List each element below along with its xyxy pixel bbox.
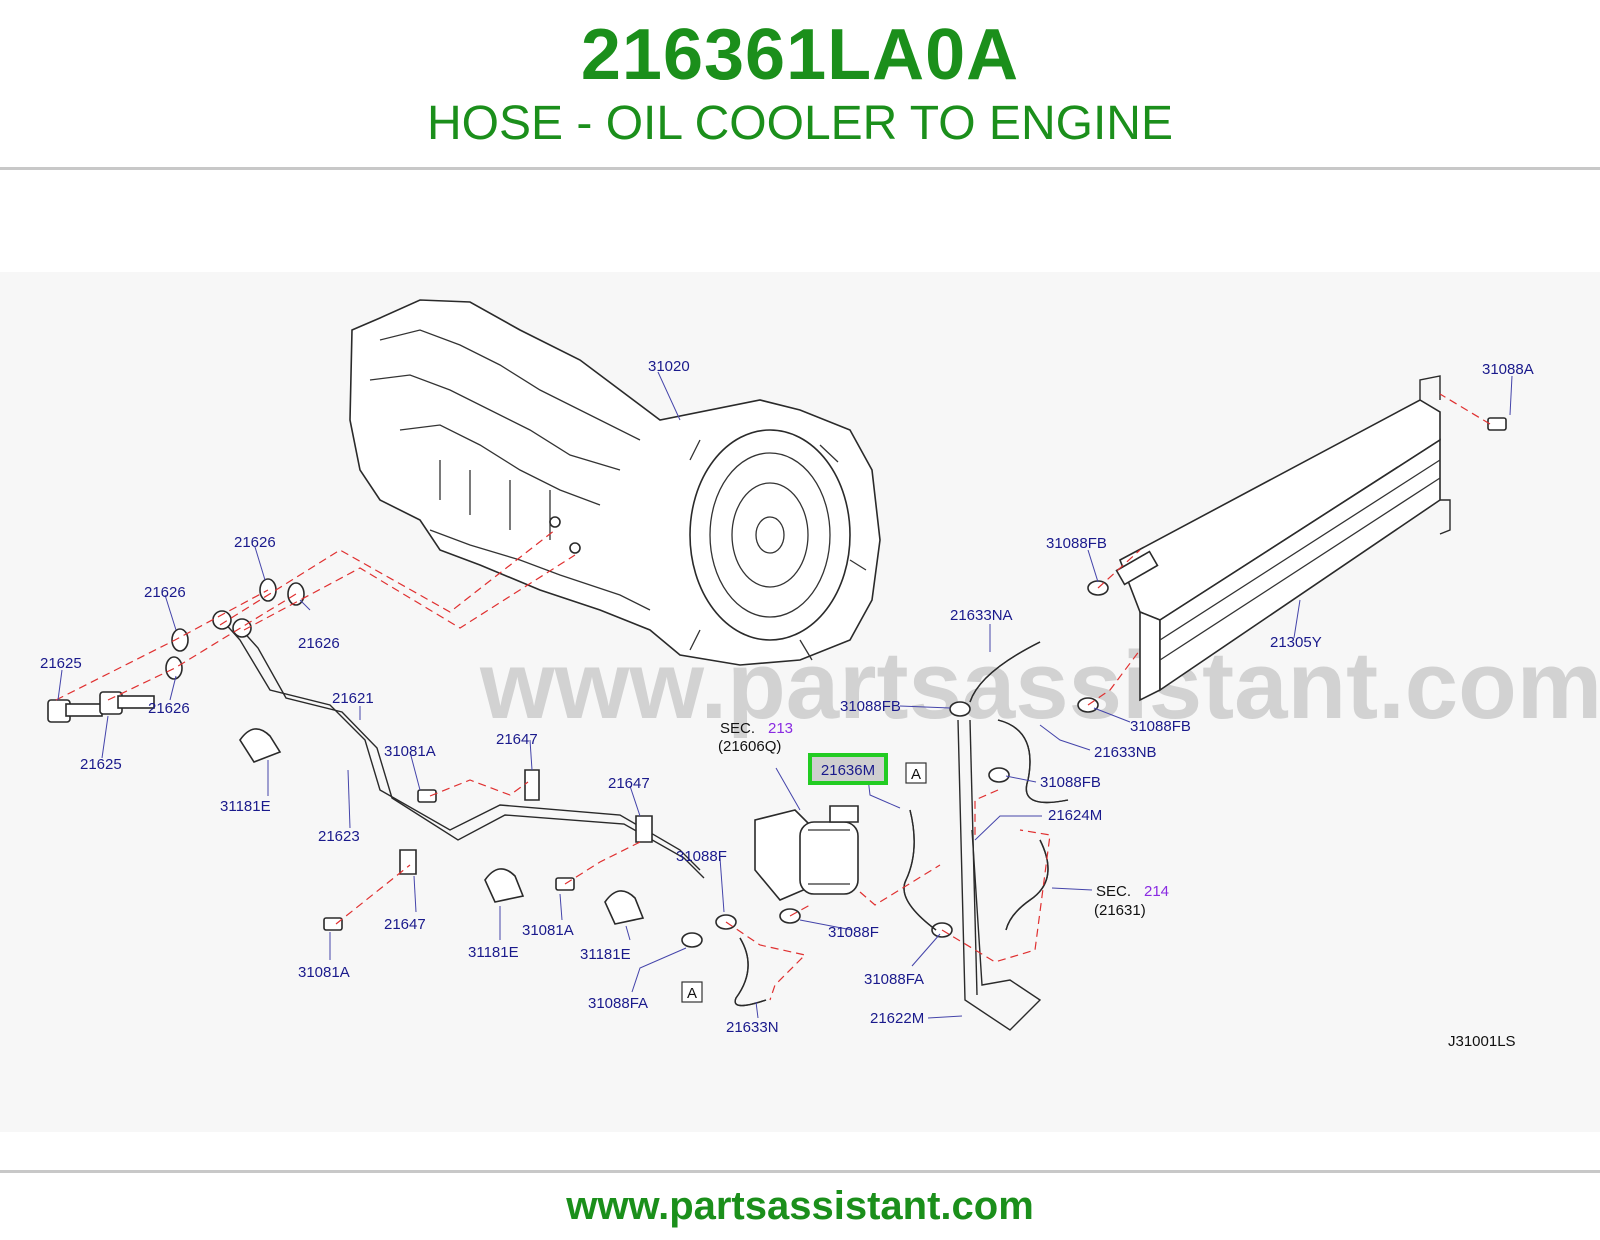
reference-marker-a: A — [911, 766, 921, 783]
part-label[interactable]: 31088FB — [1130, 718, 1191, 735]
part-label[interactable]: 31081A — [522, 922, 574, 939]
part-label[interactable]: 21623 — [318, 828, 360, 845]
reference-marker-a: A — [687, 985, 697, 1002]
reference-marker-a-box — [681, 981, 703, 1003]
part-label[interactable]: 31088A — [1482, 361, 1534, 378]
section-ref-part: (21631) — [1094, 902, 1146, 919]
part-label[interactable]: 31088FA — [588, 995, 648, 1012]
part-label[interactable]: 21626 — [234, 534, 276, 551]
part-label[interactable]: 21626 — [148, 700, 190, 717]
transmission-assembly — [349, 299, 881, 666]
part-label[interactable]: 31081A — [298, 964, 350, 981]
leader-lines — [57, 371, 1513, 1019]
part-label[interactable]: 21626 — [144, 584, 186, 601]
footer-url[interactable]: www.partsassistant.com — [566, 1184, 1034, 1228]
oil-filter-housing — [754, 805, 859, 901]
part-label[interactable]: 31088FB — [840, 698, 901, 715]
part-label[interactable]: 21647 — [608, 775, 650, 792]
part-label[interactable]: 31181E — [468, 944, 519, 961]
part-label[interactable]: 21624M — [1048, 807, 1102, 824]
section-ref-part: (21606Q) — [718, 738, 781, 755]
part-label[interactable]: 21621 — [332, 690, 374, 707]
footer-divider — [0, 1170, 1600, 1173]
part-label[interactable]: 21305Y — [1270, 634, 1322, 651]
washers-and-bolts-left — [47, 578, 305, 723]
clips-and-clamps — [239, 417, 1507, 931]
part-label[interactable]: 21633NB — [1094, 744, 1157, 761]
part-name-subtitle: HOSE - OIL COOLER TO ENGINE — [427, 97, 1173, 150]
section-ref-prefix: SEC. — [720, 720, 755, 737]
part-label[interactable]: 21625 — [80, 756, 122, 773]
part-label[interactable]: 31088FB — [1046, 535, 1107, 552]
section-ref-prefix: SEC. — [1096, 883, 1131, 900]
part-label[interactable]: 21625 — [40, 655, 82, 672]
part-label-highlighted[interactable]: 21636M — [821, 762, 875, 779]
part-label[interactable]: 31181E — [220, 798, 271, 815]
part-label[interactable]: 31088F — [676, 848, 727, 865]
part-label[interactable]: 31088FB — [1040, 774, 1101, 791]
part-label[interactable]: 21647 — [496, 731, 538, 748]
part-label[interactable]: 31181E — [580, 946, 631, 963]
part-label[interactable]: 31081A — [384, 743, 436, 760]
watermark-text: www.partsassistant.com — [479, 632, 1600, 739]
part-label[interactable]: 31088F — [828, 924, 879, 941]
section-ref-number[interactable]: 214 — [1144, 883, 1169, 900]
reference-marker-a-box — [905, 762, 927, 784]
part-label[interactable]: 21633NA — [950, 607, 1013, 624]
diagram-code: J31001LS — [1448, 1033, 1516, 1050]
part-label[interactable]: 31020 — [648, 358, 690, 375]
oil-cooler-radiator — [1115, 375, 1451, 702]
part-label[interactable]: 21647 — [384, 916, 426, 933]
part-label[interactable]: 21633N — [726, 1019, 779, 1036]
part-label[interactable]: 31088FA — [864, 971, 924, 988]
highlight-box — [808, 753, 888, 785]
coolant-hoses — [734, 641, 1069, 1031]
part-label[interactable]: 21626 — [298, 635, 340, 652]
part-label[interactable]: 21622M — [870, 1010, 924, 1027]
part-number-title: 216361LA0A — [580, 15, 1020, 95]
section-ref-number[interactable]: 213 — [768, 720, 793, 737]
header-divider — [0, 167, 1600, 170]
reference-dashed-lines — [55, 393, 1491, 1001]
